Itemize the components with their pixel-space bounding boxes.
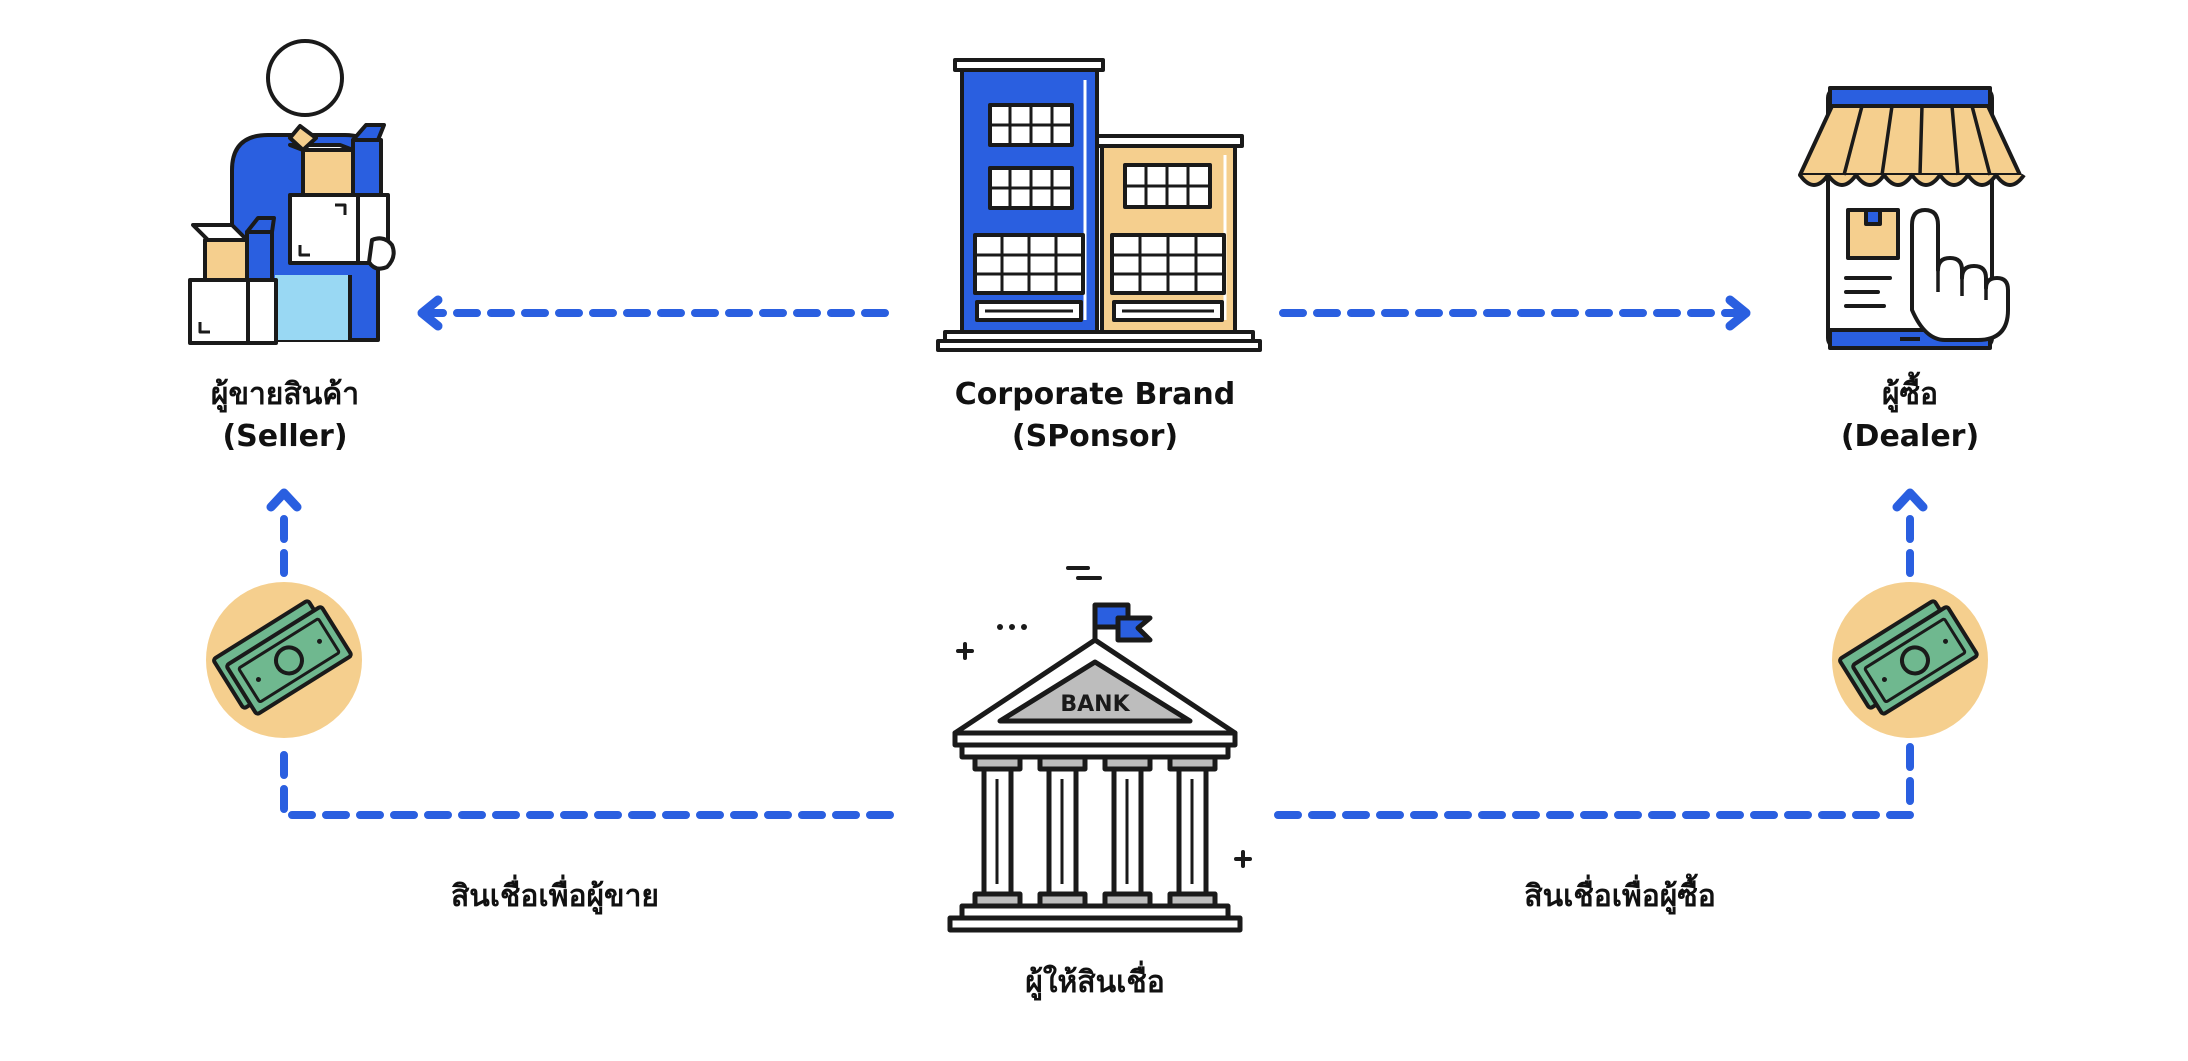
office-buildings-icon <box>936 58 1262 352</box>
money-icon <box>206 582 362 738</box>
dealer-label-thai: ผู้ซื้อ <box>1882 377 1938 412</box>
arrowhead-right-icon <box>1725 295 1751 331</box>
dealer-label: ผู้ซื้อ (Dealer) <box>1760 374 2060 458</box>
connectors <box>280 309 1914 819</box>
credit-to-dealer-text: สินเชื่อเพื่อผู้ซื้อ <box>1524 879 1716 914</box>
dealer-label-english: (Dealer) <box>1840 419 1980 454</box>
seller-with-boxes-icon <box>188 39 396 345</box>
credit-to-seller-label: สินเชื่อเพื่อผู้ขาย <box>395 876 715 918</box>
arrowhead-up-dealer-icon <box>1892 488 1928 512</box>
seller-label: ผู้ขายสินค้า (Seller) <box>150 374 420 458</box>
arrowhead-up-seller-icon <box>266 488 302 512</box>
seller-label-english: (Seller) <box>222 419 348 454</box>
bank-sign-text: BANK <box>1060 692 1130 717</box>
credit-to-dealer-label: สินเชื่อเพื่อผู้ซื้อ <box>1460 876 1780 918</box>
storefront-tablet-icon <box>1798 86 2026 350</box>
seller-label-thai: ผู้ขายสินค้า <box>210 377 360 412</box>
bank-icon <box>947 566 1252 933</box>
lender-label-text: ผู้ให้สินเชื่อ <box>1025 965 1165 1000</box>
sponsor-label-role: (SPonsor) <box>1011 419 1179 454</box>
lender-label: ผู้ให้สินเชื่อ <box>945 962 1245 1004</box>
money-icon <box>1832 582 1988 738</box>
credit-to-seller-text: สินเชื่อเพื่อผู้ขาย <box>450 879 659 914</box>
sponsor-label: Corporate Brand (SPonsor) <box>920 374 1270 458</box>
path-bank-to-dealer <box>1274 738 1914 819</box>
path-bank-to-seller <box>280 738 894 819</box>
arrowheads <box>266 295 1928 512</box>
sponsor-label-name: Corporate Brand <box>954 377 1236 412</box>
arrowhead-left-icon <box>417 295 443 331</box>
